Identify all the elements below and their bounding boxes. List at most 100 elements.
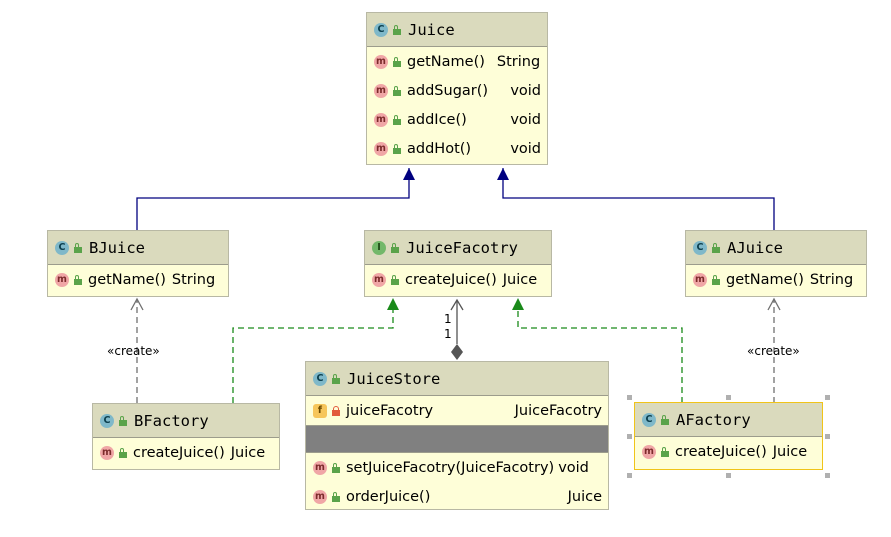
resize-handle-ne[interactable]: [825, 395, 830, 400]
method-row[interactable]: m addHot() void: [367, 134, 547, 163]
dependency-arrowhead-left: [130, 297, 144, 311]
method-icon: m: [374, 54, 388, 69]
method-row[interactable]: m addIce() void: [367, 105, 547, 134]
return-type: void: [510, 111, 541, 128]
class-name: AFactory: [676, 410, 751, 429]
public-icon: [392, 85, 402, 96]
method-icon: m: [374, 112, 388, 127]
resize-handle-e[interactable]: [825, 434, 830, 439]
class-icon: C: [313, 371, 327, 386]
method-row[interactable]: m addSugar() void: [367, 76, 547, 105]
private-lock-icon: [331, 405, 341, 416]
constructor-compartment: [306, 425, 608, 453]
method-icon: m: [55, 272, 69, 287]
class-juice[interactable]: C Juice m getName() String m addSugar() …: [366, 12, 548, 165]
return-type: String: [496, 53, 541, 70]
class-bjuice[interactable]: C BJuice m getName() String: [47, 230, 229, 297]
class-icon: C: [55, 240, 69, 255]
class-afactory[interactable]: C AFactory m createJuice() Juice: [634, 402, 823, 470]
inheritance-arrowhead-left: [403, 168, 415, 180]
inheritance-ajuice-juice: [502, 168, 775, 230]
resize-handle-sw[interactable]: [627, 473, 632, 478]
method-name: setJuiceFacotry(JuiceFacotry): [346, 459, 555, 476]
class-name: JuiceStore: [347, 369, 441, 388]
class-ajuice[interactable]: C AJuice m getName() String: [685, 230, 867, 297]
composition-open-arrow: [450, 298, 464, 311]
method-name: getName(): [407, 53, 485, 70]
method-name: addSugar(): [407, 82, 489, 99]
public-icon: [392, 56, 402, 67]
method-name: addIce(): [407, 111, 467, 128]
method-row[interactable]: m getName() String: [48, 265, 228, 294]
dependency-arrowhead-right: [767, 297, 781, 311]
public-icon: [392, 24, 402, 35]
method-icon: m: [374, 83, 388, 98]
public-icon: [331, 491, 341, 502]
public-icon: [392, 114, 402, 125]
method-icon: m: [313, 489, 327, 504]
interface-juicefacotry[interactable]: I JuiceFacotry m createJuice() Juice: [364, 230, 552, 297]
return-type: Juice: [772, 443, 808, 460]
return-type: Juice: [567, 488, 602, 505]
return-type: void: [510, 82, 541, 99]
inheritance-arrowhead-right: [497, 168, 509, 180]
method-icon: m: [313, 460, 327, 475]
public-icon: [331, 462, 341, 473]
realization-arrowhead-right: [512, 298, 524, 310]
inheritance-bjuice-juice: [136, 168, 410, 230]
class-bfactory[interactable]: C BFactory m createJuice() Juice: [92, 403, 280, 470]
method-row[interactable]: m createJuice() Juice: [635, 437, 822, 466]
resize-handle-s[interactable]: [726, 473, 731, 478]
public-icon: [390, 242, 400, 253]
method-row[interactable]: m getName() String: [686, 265, 866, 294]
return-type: Juice: [502, 271, 538, 288]
public-icon: [390, 274, 400, 285]
field-row[interactable]: f juiceFacotry JuiceFacotry: [306, 396, 608, 425]
method-name: getName(): [88, 271, 166, 288]
public-icon: [660, 446, 670, 457]
realization-arrowhead-left: [387, 298, 399, 310]
method-icon: m: [100, 445, 114, 460]
resize-handle-w[interactable]: [627, 434, 632, 439]
method-name: createJuice(): [133, 444, 225, 461]
public-icon: [73, 242, 83, 253]
resize-handle-nw[interactable]: [627, 395, 632, 400]
public-icon: [118, 415, 128, 426]
field-type: JuiceFacotry: [514, 402, 602, 419]
method-name: addHot(): [407, 140, 472, 157]
realization-bfactory: [232, 310, 394, 403]
composition-diamond: [451, 344, 463, 360]
public-icon: [711, 242, 721, 253]
return-type: void: [510, 140, 541, 157]
field-icon: f: [313, 403, 327, 418]
method-row[interactable]: m getName() String: [367, 47, 547, 76]
method-row[interactable]: m orderJuice() Juice: [306, 482, 608, 511]
class-icon: C: [100, 413, 114, 428]
method-name: getName(): [726, 271, 804, 288]
method-row[interactable]: m setJuiceFacotry(JuiceFacotry) void: [306, 453, 608, 482]
create-stereotype-right: «create»: [747, 344, 800, 358]
class-name: Juice: [408, 20, 455, 39]
method-icon: m: [693, 272, 707, 287]
method-row[interactable]: m createJuice() Juice: [93, 438, 279, 467]
public-icon: [118, 447, 128, 458]
resize-handle-n[interactable]: [726, 395, 731, 400]
return-type: String: [809, 271, 854, 288]
method-name: orderJuice(): [346, 488, 431, 505]
class-juicestore[interactable]: C JuiceStore f juiceFacotry JuiceFacotry…: [305, 361, 609, 510]
class-name: AJuice: [727, 238, 783, 257]
class-name: BFactory: [134, 411, 209, 430]
field-name: juiceFacotry: [346, 402, 434, 419]
class-icon: C: [374, 22, 388, 37]
public-icon: [660, 414, 670, 425]
interface-icon: I: [372, 240, 386, 255]
return-type: String: [171, 271, 216, 288]
public-icon: [331, 373, 341, 384]
multiplicity-top: 1: [444, 312, 452, 326]
resize-handle-se[interactable]: [825, 473, 830, 478]
public-icon: [73, 274, 83, 285]
method-name: createJuice(): [675, 443, 767, 460]
method-row[interactable]: m createJuice() Juice: [365, 265, 551, 294]
class-icon: C: [693, 240, 707, 255]
